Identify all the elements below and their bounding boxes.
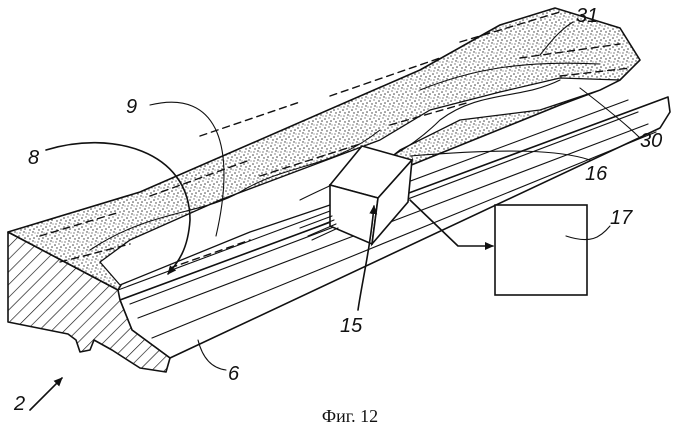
control-unit-box	[495, 205, 587, 295]
label-17: 17	[610, 207, 633, 229]
label-16: 16	[585, 163, 608, 185]
label-9: 9	[126, 96, 137, 118]
figure-caption: Фиг. 12	[322, 406, 378, 426]
label-30: 30	[640, 130, 662, 152]
label-2: 2	[13, 393, 25, 415]
leader-6	[198, 340, 226, 370]
label-6: 6	[228, 363, 240, 385]
label-31: 31	[576, 5, 598, 27]
leader-2	[30, 378, 62, 410]
label-15: 15	[340, 315, 363, 337]
label-8: 8	[28, 147, 39, 169]
